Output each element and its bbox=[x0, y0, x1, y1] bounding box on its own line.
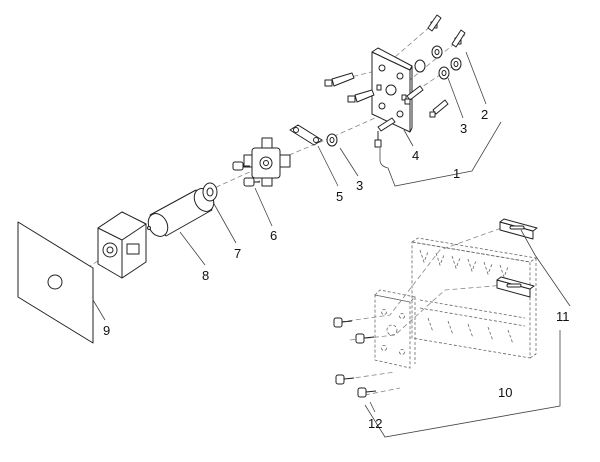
callout-2: 2 bbox=[481, 107, 488, 122]
part-7-washer bbox=[202, 182, 218, 202]
callout-10: 10 bbox=[498, 385, 512, 400]
screw-g bbox=[429, 99, 449, 118]
part-3-nut-lower bbox=[326, 133, 338, 147]
screw-b bbox=[347, 89, 375, 103]
clip-upper bbox=[499, 218, 538, 240]
bolt-4 bbox=[357, 387, 377, 398]
part-4-mounting-plate bbox=[371, 47, 413, 133]
bolt-1 bbox=[333, 317, 353, 328]
part-3-washers-upper bbox=[414, 45, 443, 73]
leader-lines bbox=[92, 51, 571, 438]
screw-c bbox=[374, 117, 396, 148]
callout-3-upper: 3 bbox=[460, 121, 467, 136]
callout-8: 8 bbox=[202, 268, 209, 283]
part-12-bolts bbox=[333, 317, 377, 398]
callout-12: 12 bbox=[368, 416, 382, 431]
valve-body bbox=[243, 137, 291, 187]
callouts: 1 2 3 4 3 5 6 7 8 9 10 11 12 bbox=[103, 107, 570, 431]
callout-6: 6 bbox=[270, 228, 277, 243]
clip-lower bbox=[496, 276, 535, 298]
bolt-2 bbox=[355, 333, 375, 344]
part-9-cover-plate bbox=[17, 221, 94, 344]
screw-d bbox=[427, 14, 442, 32]
part-10-bracket-frame bbox=[374, 237, 538, 369]
screw-e bbox=[451, 29, 466, 48]
bolt-3 bbox=[335, 374, 355, 385]
callout-7: 7 bbox=[234, 246, 241, 261]
part-2-anchors bbox=[438, 57, 462, 80]
callout-9: 9 bbox=[103, 323, 110, 338]
screw-a bbox=[324, 72, 355, 87]
callout-11: 11 bbox=[556, 309, 570, 324]
callout-5: 5 bbox=[336, 189, 343, 204]
callout-4: 4 bbox=[412, 148, 419, 163]
screw-f bbox=[404, 85, 424, 105]
part-5-gasket bbox=[289, 124, 323, 146]
callout-3-lower: 3 bbox=[356, 178, 363, 193]
mounting-block bbox=[97, 211, 147, 279]
callout-1: 1 bbox=[453, 166, 460, 181]
part-11-clips bbox=[496, 218, 538, 298]
plate-screws bbox=[324, 14, 466, 148]
part-6-screws bbox=[232, 161, 260, 187]
